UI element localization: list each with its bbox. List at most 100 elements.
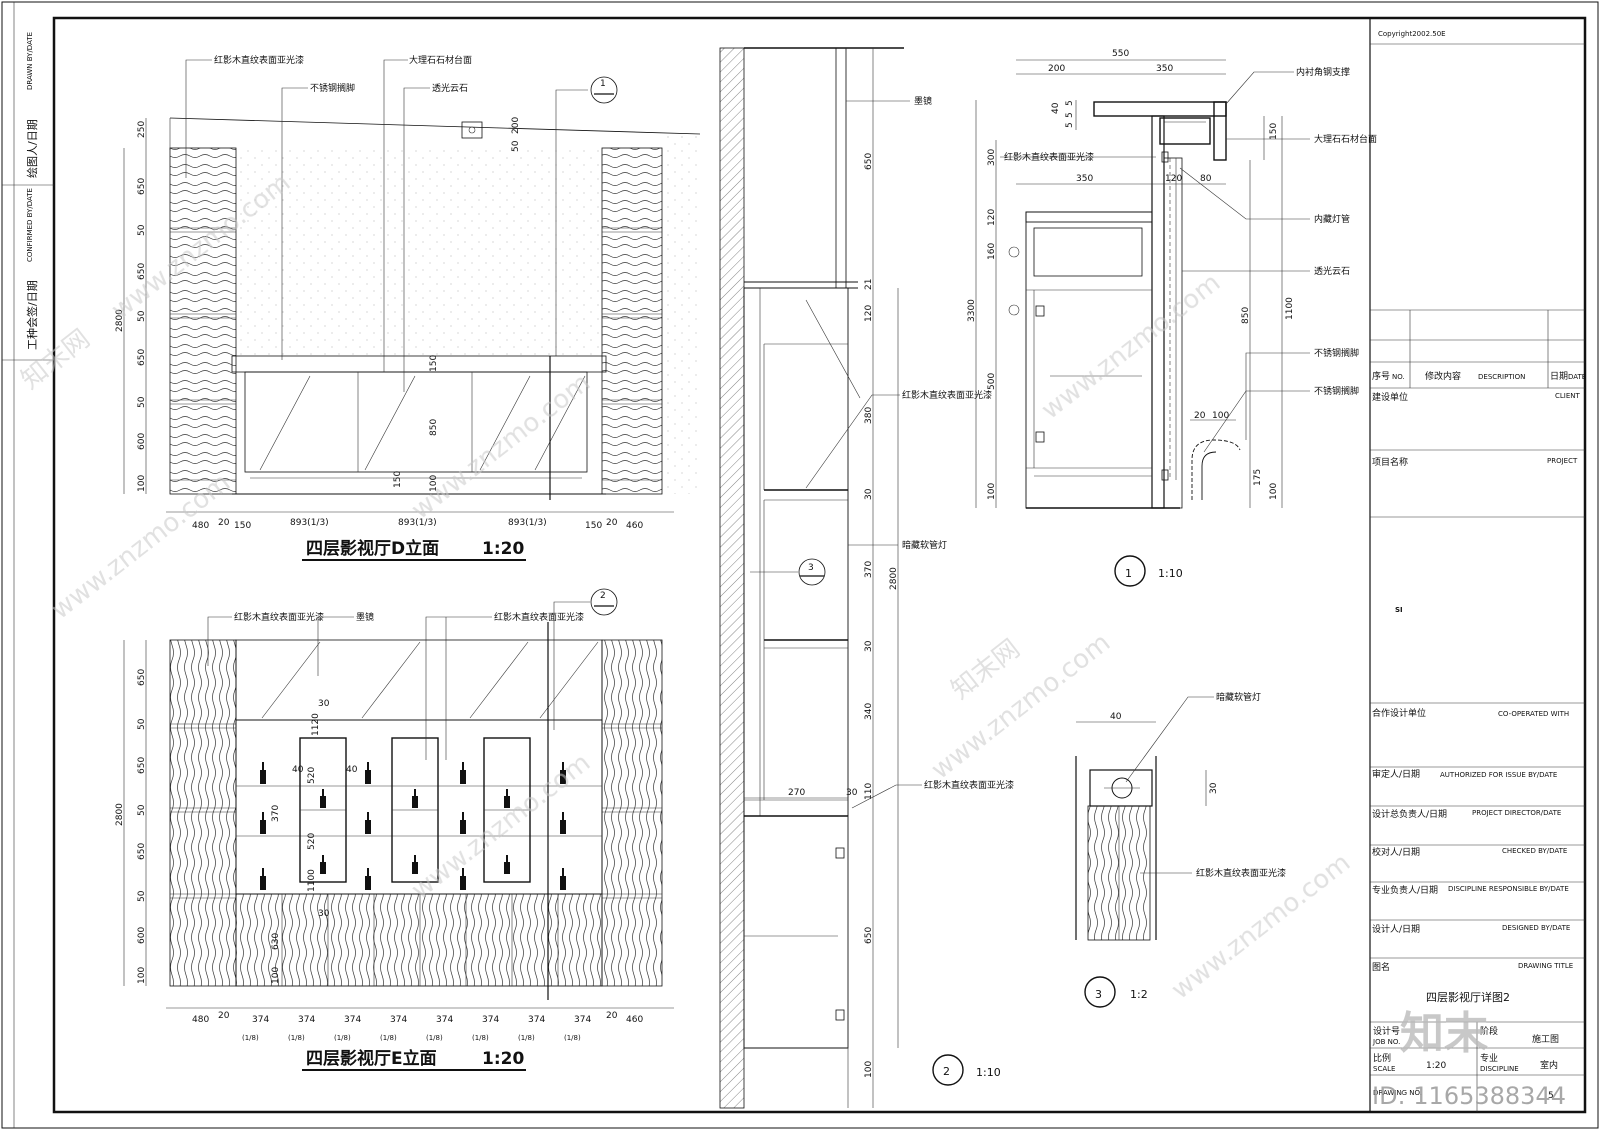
s2-dim-380: 380 — [864, 407, 874, 424]
d1-dim-120: 120 — [1165, 174, 1182, 184]
drawing-name: 四层影视厅详图2 — [1426, 990, 1510, 1004]
cooperated-en: CO-OPERATED WITH — [1498, 710, 1569, 718]
dim-d-top-200: 200 — [511, 117, 521, 134]
dim-e-in-30a: 30 — [318, 699, 330, 709]
dim-e-b-20b: 20 — [606, 1011, 618, 1021]
dim-d-b-150b: 150 — [585, 521, 602, 531]
checked-en: CHECKED BY/DATE — [1502, 847, 1567, 855]
dim-d-b-893b: 893(1/3) — [398, 518, 437, 528]
drawn-by-en: DRAWN BY/DATE — [26, 32, 34, 90]
watermark-logo: 知末 — [1400, 1008, 1488, 1059]
designed-label: 设计人/日期 — [1372, 923, 1420, 935]
right-wood-column — [601, 147, 663, 495]
wine-bottles — [260, 762, 566, 890]
s2-dim-30h: 30 — [846, 788, 858, 798]
dim-d-mid-850: 850 — [429, 419, 439, 436]
dim-d-b-20b: 20 — [606, 518, 618, 528]
d3-dim-30: 30 — [1209, 782, 1219, 794]
elevation-d-title: 四层影视厅D立面 — [306, 538, 439, 559]
s2-note-2: 红影木直纹表面亚光漆 — [902, 389, 992, 401]
e-left-wood — [169, 639, 237, 987]
s2-dim-30b: 30 — [864, 640, 874, 652]
d1-dim-120v: 120 — [987, 209, 997, 226]
s2-note-1: 墨镜 — [914, 95, 932, 107]
drawing-no: 5 — [1548, 1091, 1554, 1101]
frac-6: (1/8) — [472, 1034, 489, 1042]
s2-dim-21: 21 — [864, 279, 874, 290]
dim-e-total: 2800 — [115, 803, 125, 826]
d3-scale: 1:2 — [1130, 988, 1148, 1001]
dim-d-total: 2800 — [115, 309, 125, 332]
note-d-1: 红影木直纹表面亚光漆 — [214, 54, 304, 66]
s2-dim-total: 2800 — [889, 567, 899, 590]
copyright: Copyright2002.50E — [1378, 30, 1446, 38]
dim-d-250: 250 — [137, 121, 147, 138]
job-no-en: JOB NO. — [1372, 1038, 1400, 1046]
dim-e-in-40a: 40 — [292, 765, 304, 775]
dim-e-in-370: 370 — [271, 805, 281, 822]
d1-dim-850: 850 — [1241, 307, 1251, 324]
watermark-site-2: www.znzmo.com — [406, 368, 596, 526]
project-en: PROJECT — [1547, 457, 1578, 465]
detail-3: 40 30 暗藏软管灯 红影木直纹表面亚光漆 3 1:2 — [1075, 691, 1286, 1008]
d1-dim-40: 40 — [1051, 102, 1061, 114]
left-strip: DRAWN BY/DATE 绘图人/日期 CONFIRMED BY/DATE 工… — [2, 2, 54, 1128]
d1-callout-symbol — [1114, 555, 1146, 587]
callout-2-label: 2 — [600, 591, 606, 601]
d1-dim-5c: 5 — [1065, 122, 1075, 128]
d1-note-1: 内衬角钢支撑 — [1296, 66, 1350, 78]
frac-2: (1/8) — [288, 1034, 305, 1042]
drawing-title-label: 图名 — [1372, 961, 1390, 973]
dim-d-b-480: 480 — [192, 521, 209, 531]
d3-note: 暗藏软管灯 — [1216, 691, 1261, 703]
d1-note-4: 内藏灯管 — [1314, 213, 1350, 225]
scale-value: 1:20 — [1426, 1061, 1446, 1071]
dim-e-in-630: 630 — [271, 933, 281, 950]
dim-e-650c: 650 — [137, 843, 147, 860]
d1-dim-100f: 100 — [1212, 411, 1229, 421]
dim-e-600: 600 — [137, 927, 147, 944]
dim-d-b-20a: 20 — [218, 518, 230, 528]
d1-dim-1100: 1100 — [1285, 297, 1295, 320]
dim-e-in-520b: 520 — [307, 833, 317, 850]
discipline-resp-en: DISCIPLINE RESPONSIBLE BY/DATE — [1448, 885, 1569, 893]
d1-dim-160: 160 — [987, 243, 997, 260]
s2-dim-100: 100 — [864, 1061, 874, 1078]
d1-footrest — [1191, 439, 1241, 500]
d1-dim-300: 300 — [987, 149, 997, 166]
d3-callout-symbol — [1084, 976, 1116, 1008]
dim-d-b-893a: 893(1/3) — [290, 518, 329, 528]
si-label: SI — [1395, 606, 1403, 614]
stage-label: 阶段 — [1480, 1025, 1498, 1037]
elevation-e-scale: 1:20 — [482, 1049, 524, 1069]
dim-e-50c: 50 — [137, 890, 147, 902]
dim-e-in-100: 100 — [271, 967, 281, 984]
authorized-en: AUTHORIZED FOR ISSUE BY/DATE — [1440, 771, 1557, 779]
s2-callout-symbol — [932, 1054, 964, 1086]
note-e-1: 红影木直纹表面亚光漆 — [234, 611, 324, 623]
left-wood-column — [169, 147, 237, 495]
watermark-site-5: www.znzmo.com — [926, 628, 1116, 786]
dim-e-b-374-6: 374 — [482, 1015, 499, 1025]
dim-d-b-150a: 150 — [234, 521, 251, 531]
authorized-label: 审定人/日期 — [1372, 768, 1420, 780]
d1-dim-200: 200 — [1048, 64, 1065, 74]
discipline-en: DISCIPLINE — [1480, 1065, 1519, 1073]
d3-callout-label: 3 — [1095, 988, 1102, 1001]
director-label: 设计总负责人/日期 — [1372, 808, 1447, 820]
note-e-2: 墨镜 — [356, 611, 374, 623]
frac-1: (1/8) — [242, 1034, 259, 1042]
d1-callout-label: 1 — [1125, 567, 1132, 580]
frac-8: (1/8) — [564, 1034, 581, 1042]
d1-dim-550: 550 — [1112, 49, 1129, 59]
dim-e-b-374-1: 374 — [252, 1015, 269, 1025]
checked-label: 校对人/日期 — [1372, 846, 1420, 858]
dim-e-b-374-7: 374 — [528, 1015, 545, 1025]
e-right-wood — [601, 639, 663, 987]
dim-e-in-40b: 40 — [346, 765, 358, 775]
dim-e-b-374-3: 374 — [344, 1015, 361, 1025]
d1-note-6: 不锈钢搁脚 — [1314, 347, 1359, 359]
director-en: PROJECT DIRECTOR/DATE — [1472, 809, 1561, 817]
